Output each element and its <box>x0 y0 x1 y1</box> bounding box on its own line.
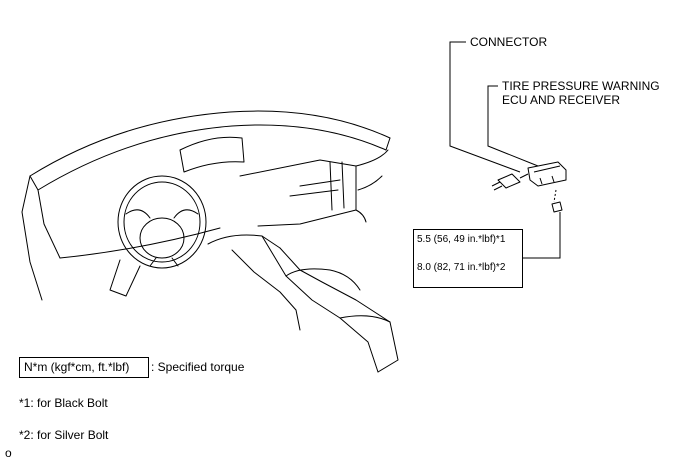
torque-value-black-bolt: 5.5 (56, 49 in.*lbf)*1 <box>417 234 506 245</box>
ecu-leader-line <box>487 85 539 167</box>
torque-unit-description: : Specified torque <box>151 360 245 374</box>
ecu-label-line1: TIRE PRESSURE WARNING <box>502 79 660 93</box>
torque-unit-legend-box: N*m (kgf*cm, ft.*lbf) <box>19 357 149 378</box>
connector-leader-line <box>449 41 521 173</box>
leader-lines <box>449 41 561 259</box>
note-silver-bolt: *2: for Silver Bolt <box>19 428 109 442</box>
ecu-label-line2: ECU AND RECEIVER <box>502 93 621 107</box>
note-black-bolt: *1: for Black Bolt <box>19 396 108 410</box>
torque-value-silver-bolt: 8.0 (82, 71 in.*lbf)*2 <box>417 262 506 273</box>
torque-unit-text: N*m (kgf*cm, ft.*lbf) <box>24 360 130 374</box>
torque-leader-line <box>522 212 561 259</box>
torque-spec-box: 5.5 (56, 49 in.*lbf)*1 8.0 (82, 71 in.*l… <box>413 229 523 288</box>
figure-code: o <box>5 446 12 460</box>
connector-label: CONNECTOR <box>470 35 548 49</box>
ecu-and-connector-illustration <box>491 161 567 213</box>
instrument-panel-illustration <box>21 110 399 373</box>
